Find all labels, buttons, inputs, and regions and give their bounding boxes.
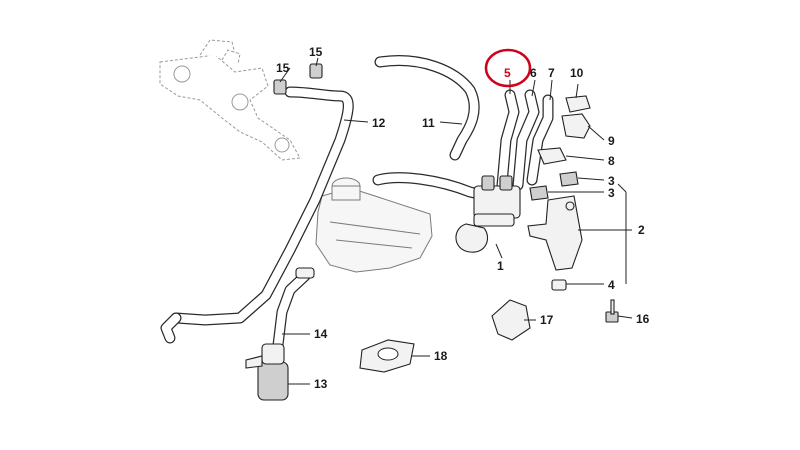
clip-17 (491, 299, 531, 341)
callout-5[interactable]: 5 (504, 66, 511, 80)
clip-9 (561, 113, 591, 139)
callout-12: 12 (372, 116, 386, 130)
callout-4: 4 (608, 278, 615, 292)
callout-1: 1 (497, 259, 504, 273)
callout-3b: 3 (608, 186, 615, 200)
callout-13: 13 (314, 377, 328, 391)
callout-11: 11 (422, 116, 435, 130)
clamp-15a (309, 63, 323, 79)
hoses-5-6-7 (496, 89, 554, 191)
expansion-tank-ghost (315, 177, 433, 273)
bolt-16 (605, 299, 619, 323)
callout-9: 9 (608, 134, 615, 148)
bracket-2 (527, 195, 583, 271)
hose-11 (374, 55, 480, 161)
fitting-3b (529, 185, 549, 201)
callout-6: 6 (530, 66, 537, 80)
hose-14 (272, 267, 315, 351)
clip-10 (565, 95, 591, 113)
callout-10: 10 (570, 66, 584, 80)
hose-feed (372, 172, 494, 202)
callout-3a: 3 (608, 174, 615, 188)
leader-lines (279, 57, 633, 385)
clamp-4 (551, 279, 567, 291)
highlight-circle-5 (484, 48, 532, 88)
callout-7: 7 (548, 66, 555, 80)
grommet-18 (359, 339, 415, 373)
pump-13 (245, 343, 289, 401)
clip-8 (537, 147, 567, 165)
hose-12 (160, 86, 354, 344)
callout-2: 2 (638, 223, 645, 237)
callout-16: 16 (636, 312, 650, 326)
callout-8: 8 (608, 154, 615, 168)
callout-17: 17 (540, 313, 554, 327)
callout-15b: 15 (276, 61, 290, 75)
engine-manifold-ghost (159, 39, 301, 161)
fitting-3a (559, 171, 579, 187)
callout-18: 18 (434, 349, 448, 363)
heater-valve-1 (455, 175, 521, 253)
callout-14: 14 (314, 327, 328, 341)
callout-15a: 15 (309, 45, 323, 59)
clamp-15b (273, 79, 287, 95)
